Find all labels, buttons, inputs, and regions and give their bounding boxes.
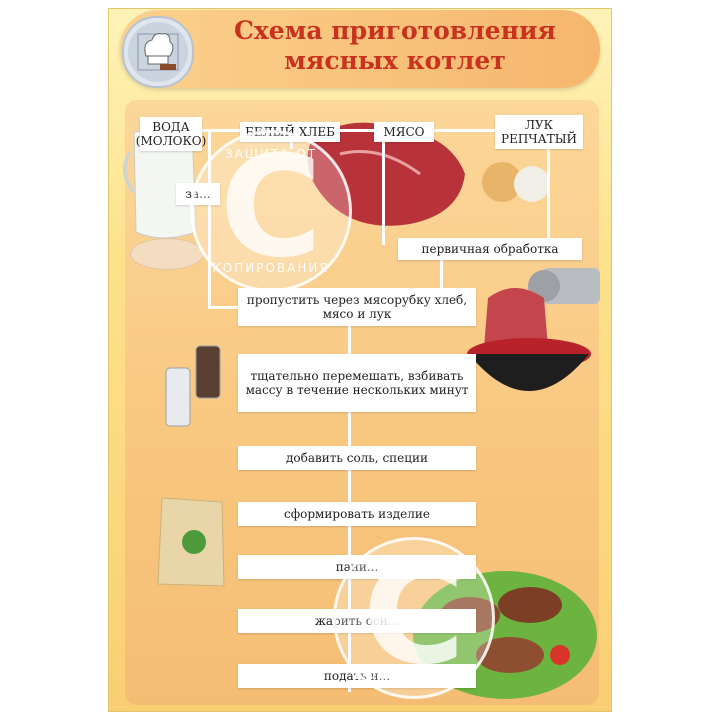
copy-protection-watermark: ЗАЩИТА ОТ C КОПИРОВАНИЯ: [333, 537, 495, 699]
ingredient-water-label: ВОДА (МОЛОКО): [136, 117, 206, 151]
connector-primary-down: [440, 258, 443, 288]
copyright-icon: C: [219, 126, 323, 290]
watermark-bottom-text: КОПИРОВАНИЯ: [355, 668, 473, 682]
bread-image: [130, 238, 204, 270]
connector-onion: [547, 129, 550, 245]
page-title: Схема приготовления мясных котлет: [200, 16, 590, 76]
connector-meat: [382, 129, 385, 245]
chef-hat-icon: [122, 16, 194, 88]
watermark-bottom-text: КОПИРОВАНИЯ: [212, 261, 330, 275]
step-mix: тщательно перемешать, взбивать массу в т…: [238, 354, 476, 412]
step-add-salt: добавить соль, специи: [238, 446, 476, 470]
minced-meat-bowl-image: [464, 278, 594, 413]
copyright-icon: C: [362, 533, 466, 697]
title-banner: [120, 10, 600, 88]
title-line-2: мясных котлет: [284, 46, 506, 75]
step-grind: пропустить через мясорубку хлеб, мясо и …: [238, 288, 476, 326]
salt-pepper-image: [158, 340, 228, 430]
watermark-top-text: ЗАЩИТА ОТ: [367, 554, 461, 568]
ingredient-meat-label: МЯСО: [374, 122, 434, 142]
breadcrumbs-bag-image: [152, 492, 230, 592]
onion-image: [478, 150, 558, 210]
step-shape: сформировать изделие: [238, 502, 476, 526]
connector-left-branch: [208, 306, 240, 309]
copy-protection-watermark: ЗАЩИТА ОТ C КОПИРОВАНИЯ: [190, 130, 352, 292]
connector-top: [162, 129, 550, 132]
step-primary-processing: первичная обработка: [398, 238, 582, 260]
ingredient-onion-label: ЛУК РЕПЧАТЫЙ: [495, 115, 583, 149]
watermark-top-text: ЗАЩИТА ОТ: [224, 147, 318, 161]
title-line-1: Схема приготовления: [233, 16, 557, 45]
